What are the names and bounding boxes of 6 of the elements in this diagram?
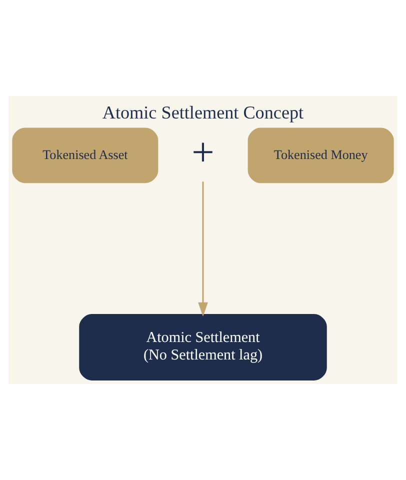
node-box: Atomic Settlement (No Settlement lag) [79, 314, 327, 380]
arrow [198, 182, 208, 317]
node-box: Tokenised Money [248, 128, 394, 184]
node-box: Tokenised Asset [12, 128, 158, 184]
diagram-title: Atomic Settlement Concept [102, 102, 304, 123]
node-text: + [192, 129, 214, 174]
